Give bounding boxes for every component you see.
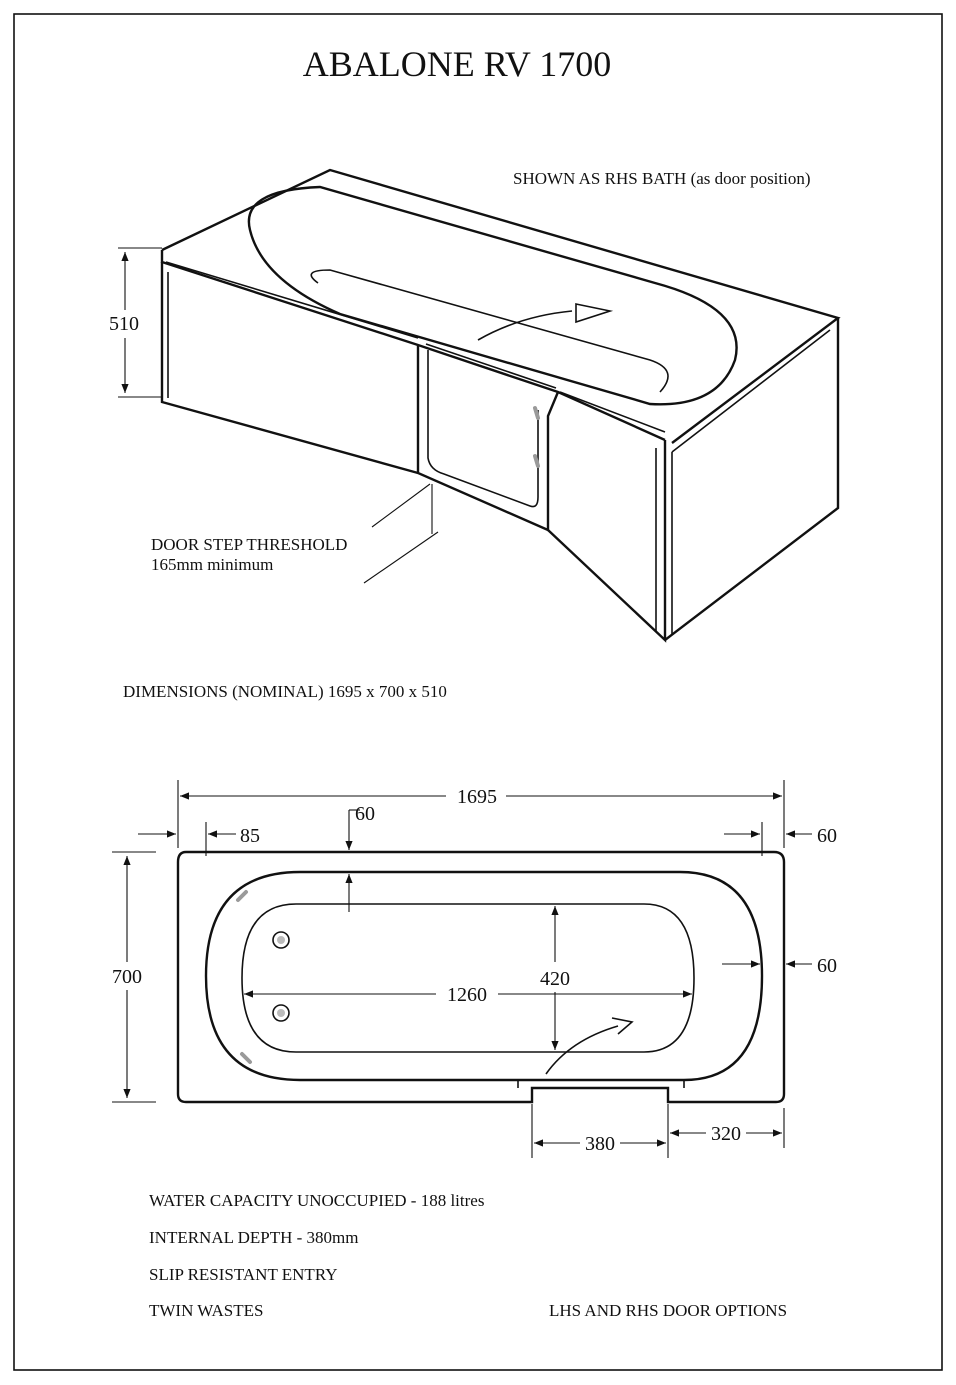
door-offset: 320 bbox=[711, 1123, 741, 1145]
overall-width: 700 bbox=[112, 966, 142, 988]
isometric-bath-view: SHOWN AS RHS BATH (as door position) bbox=[109, 168, 841, 643]
drawing-title: ABALONE RV 1700 bbox=[303, 44, 611, 84]
waste-upper bbox=[272, 931, 290, 949]
dimensions-line: DIMENSIONS (NOMINAL) 1695 x 700 x 510 bbox=[123, 682, 447, 701]
door-width: 380 bbox=[585, 1133, 615, 1155]
overall-length: 1695 bbox=[457, 786, 497, 808]
side-rim-dim: 60 bbox=[817, 955, 837, 977]
spec-door-options: LHS AND RHS DOOR OPTIONS bbox=[549, 1301, 787, 1320]
right-rim-dim: 60 bbox=[817, 825, 837, 847]
spec-entry: SLIP RESISTANT ENTRY bbox=[149, 1265, 338, 1284]
waste-lower bbox=[272, 1004, 290, 1022]
left-rim-dim: 85 bbox=[240, 825, 260, 847]
front-rim-dim: 60 bbox=[355, 803, 375, 825]
spec-notes: WATER CAPACITY UNOCCUPIED - 188 litres I… bbox=[149, 1191, 787, 1320]
sheet-border bbox=[13, 13, 943, 1371]
inner-width: 420 bbox=[540, 968, 570, 990]
plan-bath-view: 1695 85 60 60 60 700 1260 420 bbox=[112, 780, 837, 1158]
spec-depth: INTERNAL DEPTH - 380mm bbox=[149, 1228, 359, 1247]
threshold-value: 165mm minimum bbox=[151, 555, 273, 574]
inner-length: 1260 bbox=[447, 984, 487, 1006]
height-dimension: 510 bbox=[109, 313, 139, 335]
spec-capacity: WATER CAPACITY UNOCCUPIED - 188 litres bbox=[149, 1191, 484, 1210]
spec-wastes: TWIN WASTES bbox=[149, 1301, 263, 1320]
threshold-label: DOOR STEP THRESHOLD bbox=[151, 535, 347, 554]
hand-note: SHOWN AS RHS BATH (as door position) bbox=[513, 169, 811, 188]
